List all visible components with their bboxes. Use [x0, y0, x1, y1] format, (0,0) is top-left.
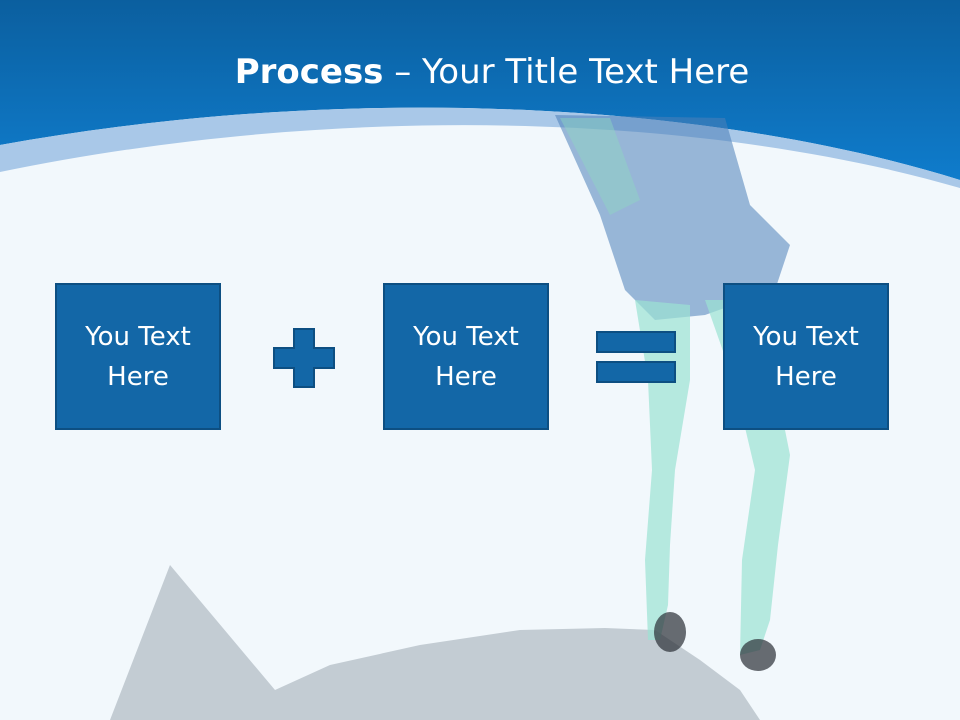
figure-arm	[560, 118, 640, 215]
title-bold: Process	[234, 52, 384, 92]
figure-foot-right	[740, 639, 776, 671]
equals-icon	[596, 331, 676, 383]
page-title: Process – Your Title Text Here	[0, 52, 960, 92]
figure-leg-left	[635, 300, 690, 640]
header-band	[0, 0, 960, 180]
header-arc	[0, 107, 960, 188]
process-box-2[interactable]: You Text Here	[383, 283, 549, 430]
process-box-1[interactable]: You Text Here	[55, 283, 221, 430]
process-box-label: You Text Here	[413, 321, 519, 392]
process-box-3[interactable]: You Text Here	[723, 283, 889, 430]
title-rest: – Your Title Text Here	[383, 52, 750, 92]
shadow-silhouette	[110, 565, 760, 720]
process-box-label: You Text Here	[753, 321, 859, 392]
figure-torso	[555, 115, 790, 320]
figure-foot-left	[654, 612, 686, 652]
plus-icon	[273, 328, 335, 388]
process-box-label: You Text Here	[85, 321, 191, 392]
